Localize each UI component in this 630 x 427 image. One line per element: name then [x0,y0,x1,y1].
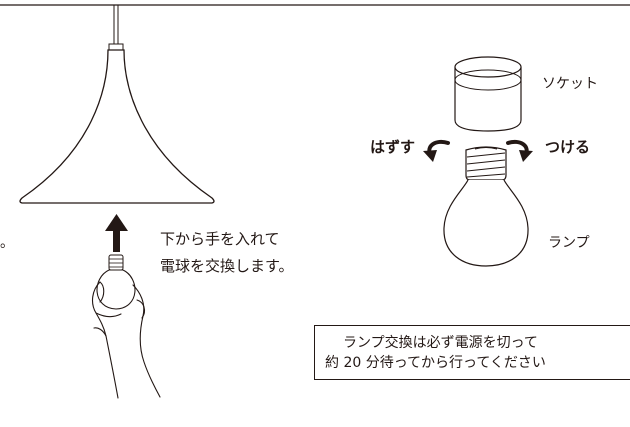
remove-label: はずす [370,138,416,156]
instruction-line-2: 電球を交換します。 [160,257,294,275]
lamp-label: ランプ [548,235,590,251]
safety-notice-box: ランプ交換は必ず電源を切って 約 20 分待ってから行ってください [314,325,630,380]
notice-line-2: 約 20 分待ってから行ってください [325,355,546,371]
stray-period-mark: 。 [0,235,14,251]
socket-label: ソケット [542,76,598,92]
hand-illustration [91,281,161,399]
notice-line-1: ランプ交換は必ず電源を切って [343,335,538,351]
socket-illustration [454,56,522,132]
up-arrow-icon [105,214,128,252]
attach-label: つける [545,138,591,156]
rotate-cw-arrow-icon [506,139,533,162]
cord-cap [108,43,124,51]
hand-held-bulb [96,254,136,310]
instruction-line-1: 下から手を入れて [160,230,280,248]
rotate-ccw-arrow-icon [423,139,450,162]
pendant-cord [113,5,119,45]
lamp-shade [19,49,215,204]
lamp-bulb-illustration [443,146,529,267]
